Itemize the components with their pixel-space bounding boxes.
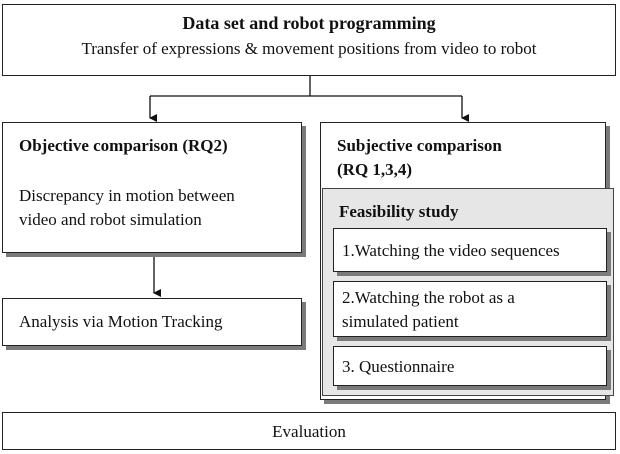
analysis-label: Analysis via Motion Tracking	[19, 312, 223, 331]
subjective-title-line2: (RQ 1,3,4)	[337, 160, 413, 179]
analysis-box: Analysis via Motion Tracking	[2, 298, 302, 346]
objective-description-line1: Discrepancy in motion between	[19, 186, 235, 205]
step-1-label: 1.Watching the video sequences	[342, 241, 560, 260]
data-set-title: Data set and robot programming	[182, 13, 436, 33]
step-2-label-line1: 2.Watching the robot as a	[342, 288, 515, 307]
data-set-box: Data set and robot programming Transfer …	[2, 4, 616, 76]
evaluation-box: Evaluation	[2, 412, 616, 450]
step-watch-video: 1.Watching the video sequences	[333, 228, 607, 272]
step-watch-robot: 2.Watching the robot as a simulated pati…	[333, 281, 607, 337]
subjective-title-line1: Subjective comparison	[337, 136, 502, 155]
evaluation-label: Evaluation	[272, 422, 346, 441]
objective-title: Objective comparison (RQ2)	[19, 136, 228, 155]
objective-description-line2: video and robot simulation	[19, 210, 202, 229]
data-set-subtitle: Transfer of expressions & movement posit…	[81, 39, 537, 58]
feasibility-title: Feasibility study	[339, 202, 459, 221]
step-questionnaire: 3. Questionnaire	[333, 346, 607, 386]
step-3-label: 3. Questionnaire	[342, 357, 455, 376]
objective-comparison-box: Objective comparison (RQ2) Discrepancy i…	[2, 122, 302, 253]
step-2-label-line2: simulated patient	[342, 312, 459, 331]
